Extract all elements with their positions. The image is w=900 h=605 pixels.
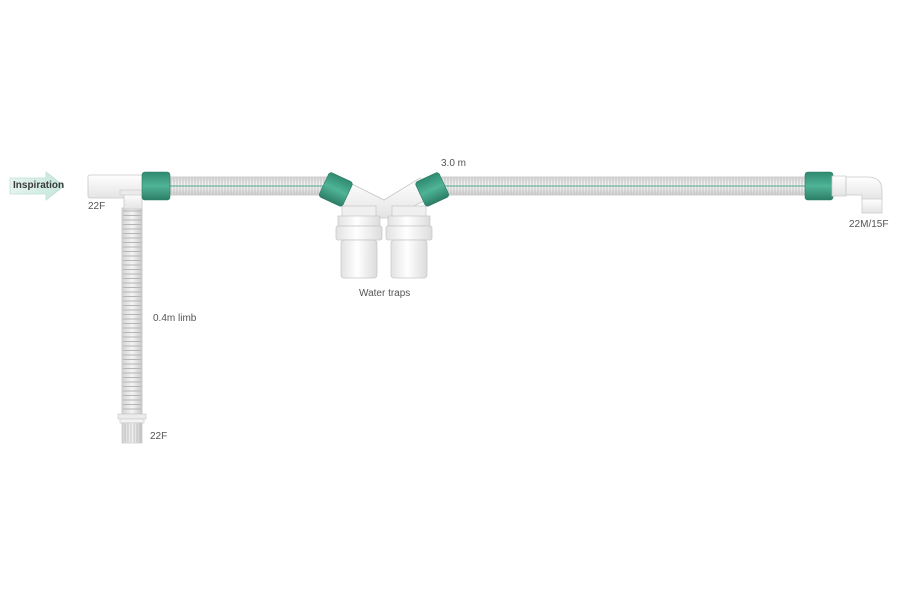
water-trap-right (385, 215, 433, 279)
main-tube-right (441, 176, 809, 196)
t-piece-connector (87, 174, 147, 210)
water-trap-left (335, 215, 383, 279)
main-length-label: 3.0 m (441, 158, 467, 169)
patient-connector-label: 22M/15F (849, 219, 889, 230)
limb-length-label: 0.4m limb (153, 313, 197, 324)
cuff-trap-right (415, 172, 450, 207)
limb-tube (121, 207, 143, 415)
inspiration-arrow (9, 171, 65, 201)
main-tube-left (167, 176, 329, 196)
patient-elbow-connector (831, 175, 883, 214)
limb-connector-label: 22F (150, 431, 168, 442)
cuff-trap-left (318, 172, 353, 207)
cuff-inlet (141, 171, 171, 201)
cuff-patient (804, 171, 834, 201)
inspiration-label: Inspiration (13, 180, 65, 191)
limb-end-connector (117, 413, 147, 444)
water-traps-label: Water traps (359, 288, 411, 299)
inlet-connector-label: 22F (88, 201, 106, 212)
